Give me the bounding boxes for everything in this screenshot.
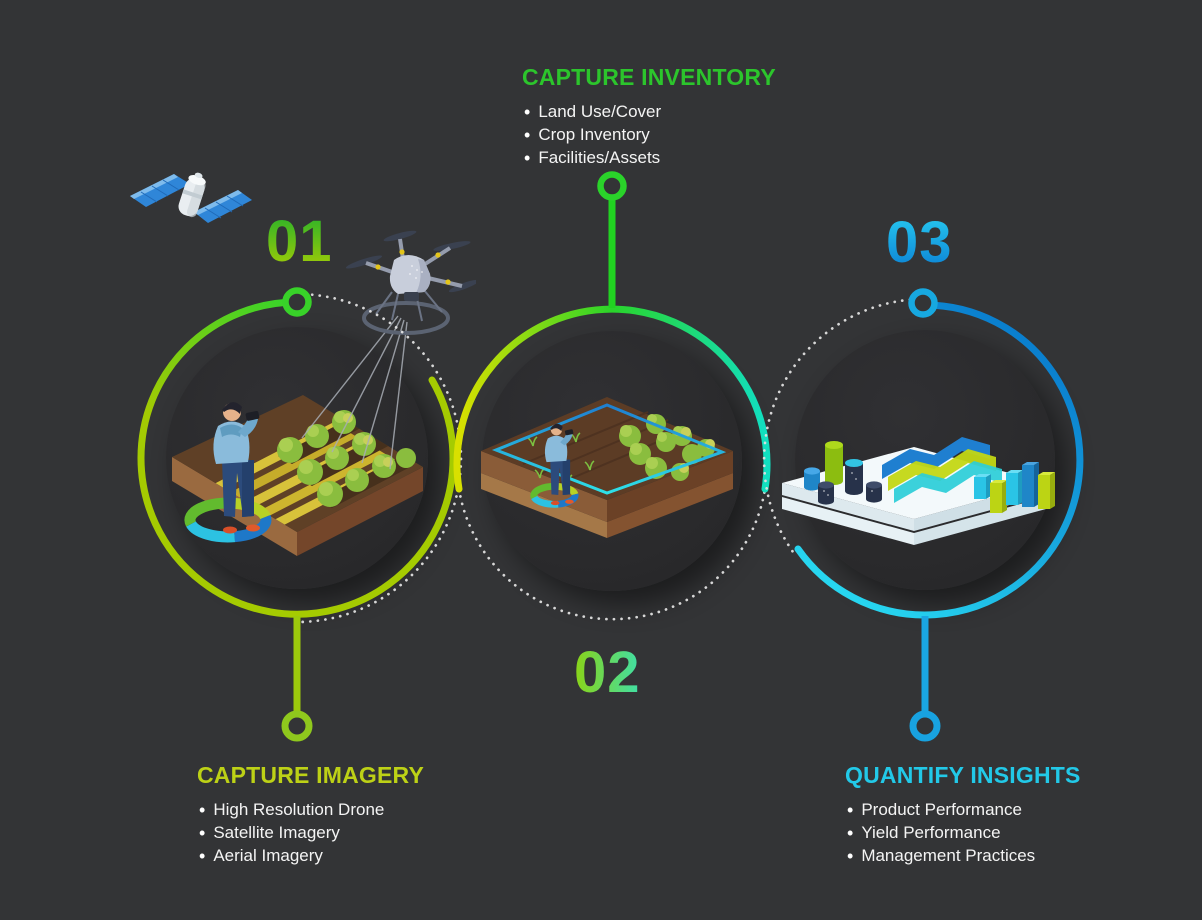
step-2-ring (453, 171, 771, 621)
list-item: Yield Performance (847, 821, 1105, 844)
step-3-number: 03 (886, 210, 953, 275)
list-item: Land Use/Cover (524, 100, 782, 123)
step-3-top-node (908, 288, 938, 318)
step-1-number: 01 (266, 209, 333, 274)
analytics-charts-illustration (782, 437, 1055, 545)
platform-lower-right (914, 497, 1046, 545)
soil-side-right (607, 451, 733, 522)
step-2-items: Land Use/Cover Crop Inventory Facilities… (524, 100, 782, 169)
step-2-dotted-arc (457, 487, 767, 621)
step-1-ring (137, 287, 463, 742)
list-item: High Resolution Drone (199, 798, 457, 821)
step-3-items: Product Performance Yield Performance Ma… (847, 798, 1105, 867)
farmer-figure (213, 402, 260, 534)
list-item: Satellite Imagery (199, 821, 457, 844)
step-1-title: CAPTURE IMAGERY (197, 762, 425, 788)
cylinder-charts (804, 441, 882, 505)
step-2-top-node (597, 171, 627, 201)
step-1-bottom-node (281, 710, 313, 742)
step-1-dotted-arc (295, 292, 463, 624)
step-2-title: CAPTURE INVENTORY (522, 64, 776, 90)
bar-charts (974, 462, 1055, 513)
step-1-text-block: CAPTURE IMAGERY High Resolution Drone Sa… (197, 762, 457, 867)
list-item: Aerial Imagery (199, 844, 457, 867)
step-1-top-node (282, 287, 312, 317)
list-item: Product Performance (847, 798, 1105, 821)
satellite-icon (130, 172, 252, 223)
field-top (481, 397, 733, 500)
step-3-dotted-arc (762, 297, 927, 554)
soil-side-right (297, 467, 423, 556)
farmer-crop-field-illustration (172, 395, 423, 556)
step-1-items: High Resolution Drone Satellite Imagery … (199, 798, 457, 867)
list-item: Crop Inventory (524, 123, 782, 146)
survey-boundary-outline (491, 403, 727, 495)
drone-icon (345, 230, 476, 335)
step-3-bottom-node (909, 710, 941, 742)
step-3-ring (762, 288, 1084, 742)
step-3-title: QUANTIFY INSIGHTS (845, 762, 1081, 788)
list-item: Facilities/Assets (524, 146, 782, 169)
platform-lower-left (782, 497, 914, 545)
farmer-figure (530, 423, 579, 508)
platform-side-left (782, 483, 914, 531)
step-2-text-block: CAPTURE INVENTORY Land Use/Cover Crop In… (522, 64, 782, 169)
list-item: Management Practices (847, 844, 1105, 867)
ribbon-area-charts (882, 437, 1002, 503)
drone-landing-ring (362, 301, 450, 335)
step-2-number: 02 (574, 640, 641, 705)
step-3-text-block: QUANTIFY INSIGHTS Product Performance Yi… (845, 762, 1105, 867)
soil-tier2-right (607, 473, 733, 538)
field-boundary-illustration (481, 397, 733, 538)
